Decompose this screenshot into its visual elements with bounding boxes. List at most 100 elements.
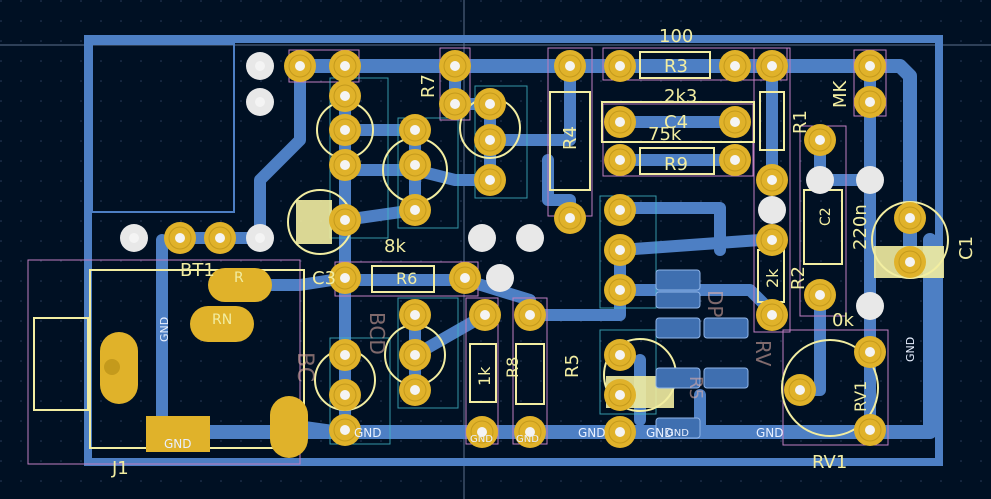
pad-ring [608, 54, 632, 78]
pad-ring [723, 148, 747, 172]
c2-ref-label: C2 [818, 207, 834, 226]
through-hole-pads[interactable] [164, 50, 926, 448]
pad-drill [460, 273, 470, 283]
pad-drill [450, 99, 460, 109]
pad-ring [478, 168, 502, 192]
pad-ring [858, 340, 882, 364]
pad-drill [615, 245, 625, 255]
oval-pads[interactable] [100, 268, 308, 458]
pad-ring [608, 383, 632, 407]
pad-ring [470, 420, 494, 444]
pad-drill [767, 235, 777, 245]
pad-ring [333, 418, 357, 442]
pad-ring [168, 226, 192, 250]
pad-drill [730, 117, 740, 127]
pad-ring [858, 54, 882, 78]
back-labels: BC BCD RV DP R5 [292, 290, 775, 400]
pad-drill [410, 125, 420, 135]
r-1k-label: 1k [475, 366, 494, 386]
pad-ring [760, 303, 784, 327]
pad-ring [333, 54, 357, 78]
r5-ref-label: R5 [562, 354, 583, 378]
via-drills [129, 61, 265, 243]
pad-ring [558, 54, 582, 78]
pad-drill [480, 310, 490, 320]
pad-drill [730, 61, 740, 71]
r-pad-label: R [234, 270, 244, 286]
r3-value-label: 100 [659, 26, 693, 47]
pad-ring [403, 343, 427, 367]
pad-drill [767, 61, 777, 71]
pad-ring [858, 90, 882, 114]
pad-drill [340, 215, 350, 225]
pad-ring [478, 128, 502, 152]
pad-drill [485, 175, 495, 185]
pad-ring [608, 110, 632, 134]
pad-drill [615, 205, 625, 215]
pad-ring [518, 420, 542, 444]
pad-drill [477, 427, 487, 437]
pad-j1-square [146, 416, 210, 452]
pad-ring [760, 168, 784, 192]
bt1-ref-label: BT1 [180, 260, 215, 281]
pad-drill [815, 135, 825, 145]
pad-ring [898, 250, 922, 274]
pad-ring [608, 238, 632, 262]
r6-value-label: 8k [384, 236, 406, 257]
pad-ring [723, 54, 747, 78]
pad-ring [333, 343, 357, 367]
pad-drill [525, 427, 535, 437]
pad-drill [340, 125, 350, 135]
pad-ring [403, 303, 427, 327]
r1-ref-label: R1 [790, 110, 811, 134]
pad-drill [410, 310, 420, 320]
r9-value-label: 75k [648, 124, 682, 145]
pad-drill [815, 290, 825, 300]
pad-ring [608, 420, 632, 444]
pad-ring [723, 110, 747, 134]
pad-ring [443, 92, 467, 116]
pad-drill [865, 347, 875, 357]
pad-drill [410, 350, 420, 360]
back-label-bcd: BCD [365, 312, 389, 355]
pad-ring [518, 303, 542, 327]
rv1-ref-bottom: RV1 [812, 452, 847, 473]
pad-ring [760, 228, 784, 252]
pad-ring [608, 148, 632, 172]
fabrication-layer [27, 47, 889, 465]
pad-drill [615, 427, 625, 437]
pad-drill [295, 61, 305, 71]
net-gnd-r5: GND [516, 434, 539, 445]
net-gnd-left: GND [158, 317, 171, 342]
pad-ring [788, 378, 812, 402]
pad-drill [340, 390, 350, 400]
r8-ref-label: R8 [503, 357, 522, 378]
pad-drill [730, 155, 740, 165]
pad-ring [288, 54, 312, 78]
back-label-r5: R5 [685, 376, 706, 400]
keepout-zone [91, 43, 235, 213]
pad-ring [478, 92, 502, 116]
pad-ring [808, 283, 832, 307]
back-label-dp: DP [703, 290, 727, 317]
pad-ring [453, 266, 477, 290]
pad-ring [608, 198, 632, 222]
net-gnd-edge: GND [904, 337, 917, 362]
net-gnd-smd: GND [646, 426, 674, 440]
pad-j1-sleeve [270, 396, 308, 458]
pad-drill [905, 257, 915, 267]
net-labels: GND GND GND GND GND GND GND GND GND GND [158, 317, 917, 451]
r3-ref-label: R3 [664, 56, 688, 77]
pad-drill [340, 61, 350, 71]
pad-drill [340, 91, 350, 101]
pad-ring [558, 206, 582, 230]
net-gnd-j1: GND [164, 437, 192, 451]
pad-ring [333, 383, 357, 407]
pad-ring [473, 303, 497, 327]
pad-drill [865, 97, 875, 107]
pad-ring [858, 418, 882, 442]
pad-ring [760, 54, 784, 78]
net-gnd-mid: GND [578, 426, 606, 440]
pad-ring [808, 128, 832, 152]
